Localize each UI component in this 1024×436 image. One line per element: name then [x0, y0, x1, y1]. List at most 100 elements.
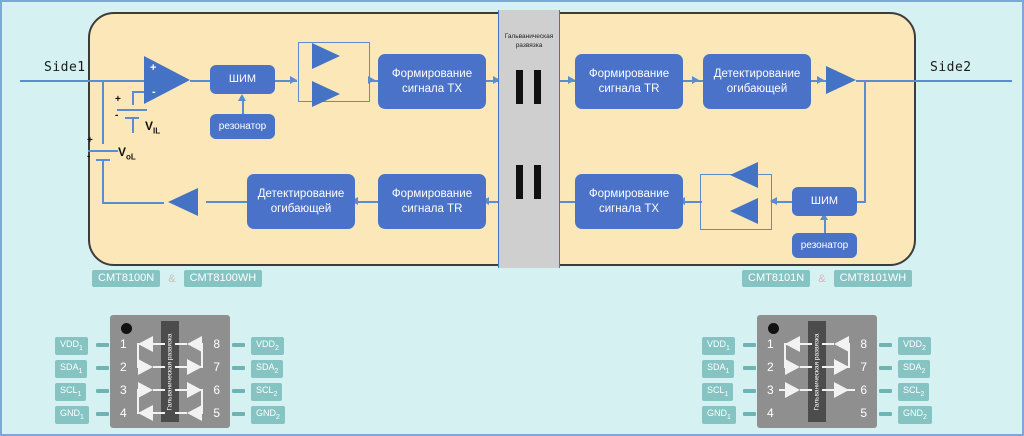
left-pkg-arrow-3-icon [138, 382, 153, 398]
right-pkg-tag-scl1[interactable]: SCL1 [702, 383, 734, 401]
tag-ampersand-right: & [818, 272, 826, 285]
envelope-detector-left-line2: огибающей [270, 202, 332, 215]
vol-rail-bottom [102, 159, 104, 203]
left-pkg-arrow-4-icon [138, 405, 153, 421]
envelope-detector-right-line2: огибающей [726, 82, 788, 95]
tr-forming-left-line2: сигнала TR [401, 202, 463, 215]
left-package-isolation-band [161, 321, 179, 422]
wire-tr-to-env-left [354, 201, 380, 203]
tr-forming-right-line1: Формирование [588, 67, 670, 80]
left-pkg-pin-num-8: 8 [213, 337, 220, 351]
arrow-resonator-left-up [238, 94, 246, 101]
left-pkg-pin-num-2: 2 [120, 360, 127, 374]
isolation-barrier-label-line2: развязка [515, 42, 543, 50]
left-pkg-tag-gnd1[interactable]: GND1 [55, 406, 89, 424]
vol-battery [86, 144, 122, 170]
pin1-dot-icon [768, 323, 779, 334]
left-pkg-pin-num-7: 7 [213, 360, 220, 374]
pwm-left-block[interactable]: ШИМ [210, 65, 275, 94]
right-pkg-pin-num-4: 4 [767, 406, 774, 420]
right-pkg-tag-gnd1[interactable]: GND1 [702, 406, 736, 424]
right-pkg-tag-gnd2[interactable]: GND2 [898, 406, 932, 424]
tr-forming-right-block[interactable]: Формирование сигнала TR [575, 54, 683, 109]
tx-forming-left-line2: сигнала TX [401, 82, 463, 95]
tag-cmt8100n[interactable]: CMT8100N [92, 270, 161, 287]
driver-right-top-triangle [730, 162, 758, 188]
tx-forming-right-block[interactable]: Формирование сигнала TX [575, 174, 683, 229]
wire-barrier-to-tr-left [486, 201, 504, 203]
left-pkg-arrow-7-icon [187, 359, 202, 375]
wire-env-to-buffer-left [206, 201, 250, 203]
right-pkg-lead-3 [743, 389, 756, 393]
tr-forming-right-line2: сигнала TR [598, 82, 660, 95]
right-pkg-tag-vdd2[interactable]: VDD2 [898, 337, 931, 355]
right-pkg-tag-sda1[interactable]: SDA1 [702, 360, 735, 378]
wire-pwm-to-driver-right [772, 201, 794, 203]
vol-plus-sign: + [87, 135, 93, 146]
driver-right-bottom-triangle [730, 198, 758, 224]
opamp-plus-sign: + [150, 62, 157, 74]
right-pkg-arrow-2-icon [785, 359, 800, 375]
left-pkg-arrow-6-icon [187, 382, 202, 398]
wire-driver-to-tx-right [680, 201, 702, 203]
right-pkg-tag-sda2[interactable]: SDA2 [898, 360, 931, 378]
right-pkg-pin-num-8: 8 [860, 337, 867, 351]
vol-rail-top [102, 80, 104, 144]
resonator-left-block[interactable]: резонатор [210, 114, 275, 139]
left-pkg-lead-1 [96, 343, 109, 347]
side1-input-wire [20, 80, 145, 82]
right-pkg-lead-4 [743, 412, 756, 416]
left-pkg-pin-num-4: 4 [120, 406, 127, 420]
isolation-barrier-label: Гальваническая развязка [499, 32, 559, 51]
right-pkg-arrow-6-icon [834, 382, 849, 398]
left-pkg-tag-sda2[interactable]: SDA2 [251, 360, 284, 378]
isolation-barrier: Гальваническая развязка [498, 10, 560, 268]
left-pkg-lead-4 [96, 412, 109, 416]
left-pkg-tag-scl1[interactable]: SCL1 [55, 383, 87, 401]
right-pkg-tag-scl2[interactable]: SCL2 [898, 383, 930, 401]
right-pkg-pin-num-7: 7 [860, 360, 867, 374]
tag-cmt8101wh[interactable]: CMT8101WH [833, 270, 913, 287]
arrow-resonator-right-up [820, 213, 828, 220]
left-pkg-tag-vdd2[interactable]: VDD2 [251, 337, 284, 355]
right-pkg-pin-num-2: 2 [767, 360, 774, 374]
tag-cmt8101n[interactable]: CMT8101N [742, 270, 811, 287]
tr-forming-left-line1: Формирование [391, 187, 473, 200]
right-pkg-lead-5 [879, 412, 892, 416]
envelope-detector-left-block[interactable]: Детектирование огибающей [247, 174, 355, 229]
tag-cmt8100wh[interactable]: CMT8100WH [183, 270, 263, 287]
tr-forming-left-block[interactable]: Формирование сигнала TR [378, 174, 486, 229]
right-package-group: Гальваническая развязка 1 2 3 4 8 7 6 5 [702, 307, 982, 433]
right-package-body: Гальваническая развязка 1 2 3 4 8 7 6 5 [757, 315, 877, 428]
left-pkg-tag-scl2[interactable]: SCL2 [251, 383, 283, 401]
vil-minus-sign: - [115, 110, 119, 121]
driver-left-top-triangle [312, 43, 340, 69]
right-part-tags: CMT8101N & CMT8101WH [742, 270, 913, 287]
wire-pwm-to-driver-left [275, 80, 297, 82]
right-package-isolation-band [808, 321, 826, 422]
left-pkg-tag-vdd1[interactable]: VDD1 [55, 337, 88, 355]
pwm-right-block[interactable]: ШИМ [792, 187, 857, 216]
tx-forming-right-line2: сигнала TX [598, 202, 660, 215]
opamp-minus-sign: - [152, 86, 156, 98]
tx-forming-left-block[interactable]: Формирование сигнала TX [378, 54, 486, 109]
right-pkg-arrow-1-icon [785, 336, 800, 352]
resonator-right-block[interactable]: резонатор [792, 233, 857, 258]
opamp-minus-wire-h [132, 91, 150, 93]
right-pkg-pin-num-1: 1 [767, 337, 774, 351]
side2-feedback-wire-v [864, 80, 866, 202]
capacitor-bottom-icon [516, 165, 541, 199]
tx-forming-left-line1: Формирование [391, 67, 473, 80]
left-pkg-tag-sda1[interactable]: SDA1 [55, 360, 88, 378]
pin1-dot-icon [121, 323, 132, 334]
left-pkg-tag-gnd2[interactable]: GND2 [251, 406, 285, 424]
wire-resonator-to-pwm-right [824, 219, 826, 234]
capacitor-top-icon [516, 70, 541, 104]
opamp-minus-wire-v [132, 91, 134, 105]
right-pkg-lead-7 [879, 366, 892, 370]
vil-label: VIL [145, 119, 161, 136]
envelope-detector-right-block[interactable]: Детектирование огибающей [703, 54, 811, 109]
left-pkg-lead-8 [232, 343, 245, 347]
right-pkg-tag-vdd1[interactable]: VDD1 [702, 337, 735, 355]
left-pkg-arrow-5-icon [187, 405, 202, 421]
